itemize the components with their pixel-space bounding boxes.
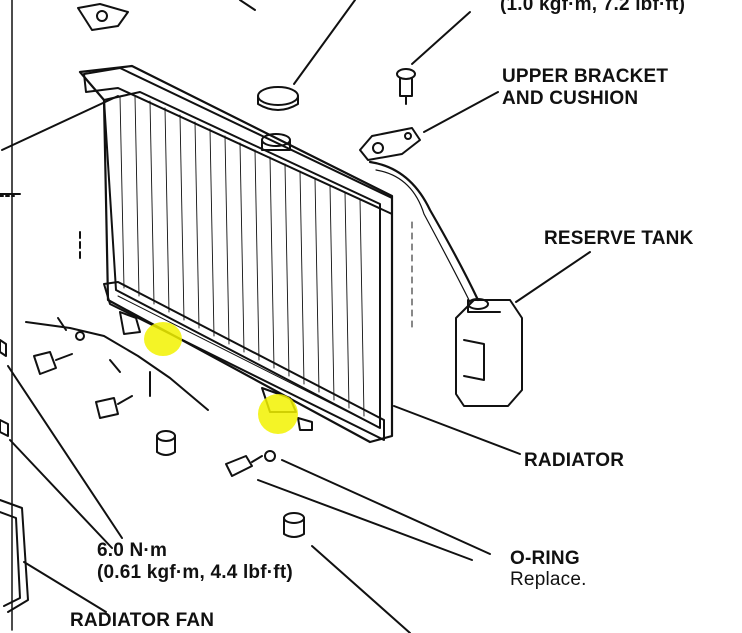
cushion-lower-right bbox=[283, 512, 305, 538]
torque-top-label: (1.0 kgf·m, 7.2 lbf·ft) bbox=[500, 0, 686, 15]
bolt-leader bbox=[411, 11, 471, 65]
o-ring-note: Replace. bbox=[510, 569, 587, 590]
radiator-fan-shroud bbox=[0, 499, 29, 613]
fan-torque-label-line2: (0.61 kgf·m, 4.4 lbf·ft) bbox=[97, 562, 293, 583]
radiator-cap bbox=[257, 86, 299, 151]
o-ring-leader bbox=[281, 459, 491, 555]
bolt-left-3 bbox=[0, 339, 7, 357]
fan-bolt-leader-1 bbox=[7, 365, 123, 539]
radiator-fan-leader bbox=[23, 561, 107, 613]
fan-bolt-leader-2 bbox=[9, 439, 113, 549]
left-leader-1 bbox=[1, 95, 119, 151]
bolt-left-2 bbox=[95, 395, 133, 419]
radiator-core bbox=[78, 64, 394, 444]
reserve-hose bbox=[368, 160, 480, 302]
reserve-tank-leader bbox=[515, 251, 591, 303]
o-ring-label: O-RING bbox=[510, 548, 580, 569]
upper-bracket bbox=[359, 127, 421, 161]
radiator-label: RADIATOR bbox=[524, 450, 625, 471]
upper-bracket-label-line1: UPPER BRACKET bbox=[502, 66, 669, 87]
top-bracket-part bbox=[77, 3, 129, 31]
bolt-left-4 bbox=[0, 419, 9, 437]
cushion-lower-left bbox=[156, 430, 176, 456]
drain-plug bbox=[225, 455, 263, 477]
reserve-tank-body bbox=[455, 298, 523, 407]
reserve-tank-label: RESERVE TANK bbox=[544, 228, 694, 249]
fan-torque-label-line1: 6.0 N·m bbox=[97, 540, 168, 561]
highlight-marker-1 bbox=[144, 322, 182, 356]
upper-bracket-label-line2: AND CUSHION bbox=[502, 88, 639, 109]
radiator-leader bbox=[393, 405, 521, 455]
bolt-top bbox=[396, 68, 416, 105]
cap-leader bbox=[293, 0, 356, 85]
highlight-marker-2 bbox=[258, 394, 298, 434]
radiator-fan-label: RADIATOR FAN bbox=[70, 610, 215, 631]
cushion-leader bbox=[311, 545, 411, 633]
o-ring-part bbox=[264, 450, 276, 462]
wire-harness bbox=[25, 317, 209, 411]
upper-bracket-leader bbox=[423, 91, 499, 133]
drain-plug-leader bbox=[257, 479, 473, 561]
bolt-left-1 bbox=[33, 351, 73, 375]
